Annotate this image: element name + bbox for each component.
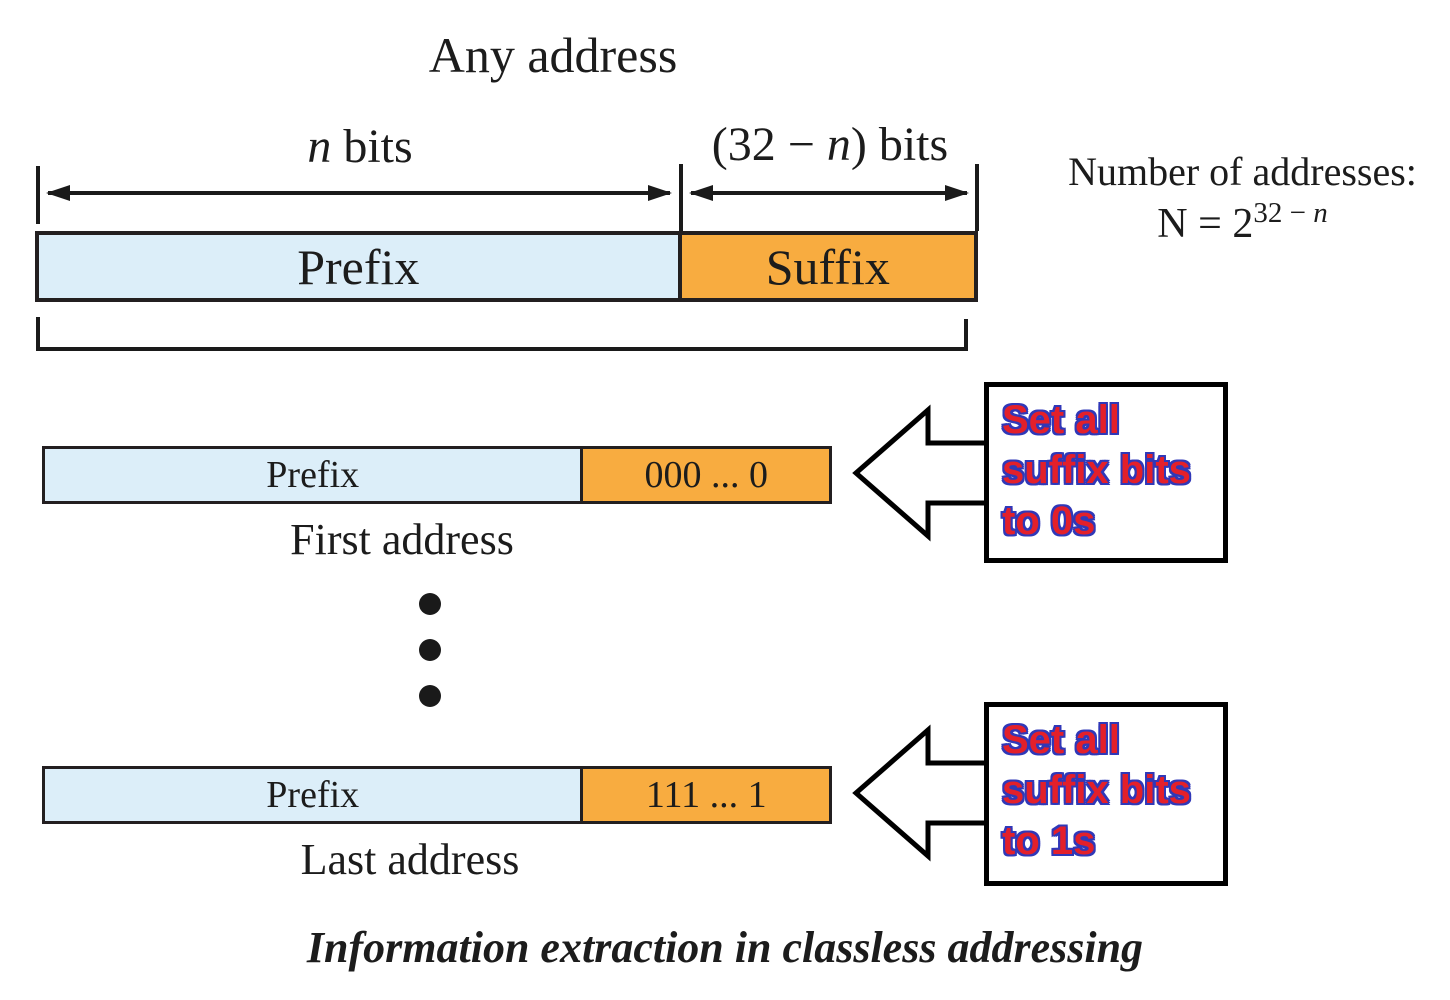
suffix-label: Suffix	[765, 238, 890, 295]
callout-line: Set all	[1002, 718, 1120, 762]
callout-line: to 1s	[1002, 818, 1096, 863]
prefix-label: Prefix	[297, 238, 420, 295]
address-span-bracket	[36, 317, 968, 351]
prefix-label: Prefix	[266, 454, 360, 496]
n-variable: n	[826, 118, 851, 171]
n-variable: n	[307, 120, 332, 173]
suffix-segment: 111 ... 1	[580, 769, 829, 821]
prefix-segment: Prefix	[45, 449, 581, 501]
left-arrow-icon	[852, 404, 993, 542]
callout-line: Set all	[1002, 398, 1120, 442]
suffix-segment: Suffix	[677, 235, 974, 298]
callout-set-suffix-0s: Set all suffix bits to 0s	[984, 382, 1228, 563]
diagram-title: Any address	[428, 27, 678, 83]
n-bits-label: n bits	[307, 120, 413, 173]
note-title: Number of addresses:	[1068, 149, 1417, 194]
ellipsis-dots-icon	[419, 593, 441, 707]
note-formula: N = 232 − n	[1157, 197, 1328, 247]
32-n-bits-label: (32 − n) bits	[711, 118, 949, 171]
last-address-label: Last address	[300, 835, 520, 884]
figure-caption: Information extraction in classless addr…	[306, 923, 1144, 972]
number-of-addresses-note: Number of addresses: N = 232 − n	[1035, 148, 1450, 248]
left-arrow-icon	[852, 724, 993, 862]
suffix-bits-value: 111 ... 1	[645, 774, 767, 816]
suffix-segment: 000 ... 0	[580, 449, 829, 501]
prefix-segment: Prefix	[45, 769, 581, 821]
callout-line: suffix bits	[1002, 448, 1191, 493]
callout-set-suffix-1s: Set all suffix bits to 1s	[984, 702, 1228, 886]
first-address-label: First address	[290, 515, 514, 564]
first-address-bar: Prefix 000 ... 0	[42, 446, 832, 504]
last-address-bar: Prefix 111 ... 1	[42, 766, 832, 824]
any-address-bar: Prefix Suffix	[35, 231, 978, 302]
prefix-segment: Prefix	[39, 235, 678, 298]
prefix-label: Prefix	[266, 774, 360, 816]
callout-line: suffix bits	[1002, 768, 1191, 813]
suffix-bits-value: 000 ... 0	[644, 454, 768, 496]
callout-line: to 0s	[1002, 498, 1096, 543]
